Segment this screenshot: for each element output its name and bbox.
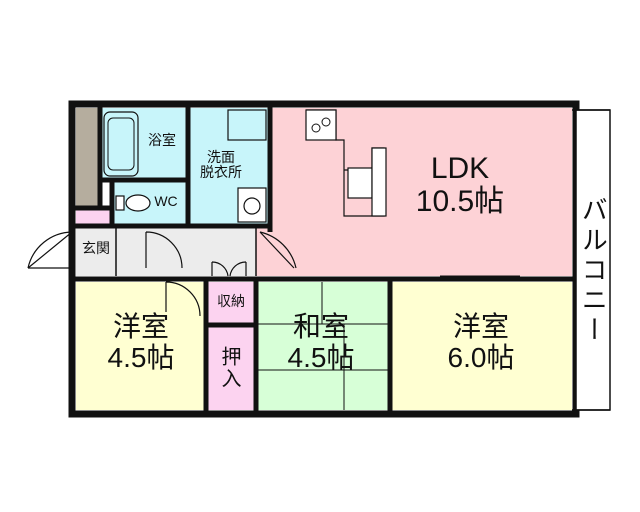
washroom-label: 洗面 脱衣所 [196, 150, 246, 179]
bathtub-inner [107, 117, 135, 171]
stove-burner-2 [321, 117, 331, 127]
closet-area [208, 326, 254, 410]
window-marks [71, 130, 577, 390]
ldk-label: LDK 10.5帖 [390, 152, 530, 218]
ldk-label-line2: 10.5帖 [415, 185, 505, 218]
stove-burner-1 [311, 123, 321, 133]
western-right-label-line2: 6.0帖 [447, 341, 515, 373]
washroom-label-line1: 洗面 [207, 149, 235, 165]
washbasin [237, 187, 267, 223]
western-left-label-line2: 4.5帖 [107, 341, 175, 373]
storage-door [211, 261, 247, 277]
balcony-area [575, 109, 611, 411]
western-right-label: 洋室 6.0帖 [436, 311, 526, 374]
tatami-lines [256, 282, 388, 410]
shaft-area [76, 108, 100, 206]
western-left-label: 洋室 4.5帖 [96, 311, 186, 374]
island-counter [371, 147, 387, 217]
entrance-label: 玄関 [82, 240, 110, 256]
thin-walls [115, 225, 270, 276]
ldk-lower-area [256, 226, 572, 276]
entrance-area [76, 226, 116, 276]
kitchen-block [305, 109, 337, 141]
ldk-door [259, 231, 297, 269]
bathtub [103, 111, 139, 177]
western-left-door [165, 281, 201, 317]
hall-door [145, 231, 183, 269]
japanese-label: 和室 4.5帖 [276, 311, 366, 374]
storage-small-area [76, 210, 112, 226]
western-right-area [392, 282, 572, 410]
toilet-tank [115, 195, 125, 211]
western-left-area [76, 282, 206, 410]
storage-area [208, 282, 254, 324]
closet-label: 押入 [218, 346, 240, 390]
wc-label: WC [154, 193, 178, 209]
bath-label: 浴室 [148, 132, 176, 148]
japanese-label-line1: 和室 [292, 311, 349, 342]
washroom-label-line2: 脱衣所 [200, 163, 242, 180]
japanese-label-line2: 4.5帖 [287, 341, 355, 373]
washer-space [227, 109, 267, 141]
washbasin-bowl [243, 197, 261, 215]
balcony-label: バルコニー [578, 196, 609, 346]
sink [347, 167, 373, 199]
storage-label: 収納 [217, 293, 245, 309]
entrance-door [27, 231, 73, 269]
western-left-label-line1: 洋室 [112, 311, 169, 342]
ldk-label-line1: LDK [430, 152, 490, 185]
western-right-label-line1: 洋室 [452, 311, 509, 342]
toilet [125, 194, 151, 212]
